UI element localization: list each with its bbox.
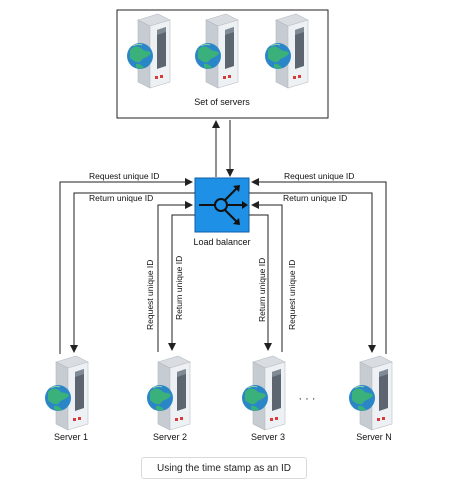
server-3: Server 3 [241,355,286,442]
server-1-label: Server 1 [54,432,88,442]
servern-return-edge [249,192,376,353]
server-1-icon [44,355,89,431]
load-balancer-label: Load balancer [193,237,250,247]
server-2: Server 2 [146,355,191,442]
servern-request-edge [251,178,387,354]
server-cluster: Set of servers [116,9,329,119]
server2-return-edge [168,214,195,351]
caption: Using the time stamp as an ID [141,457,307,479]
load-balancer: Load balancer [193,177,251,247]
server2-request-label: Request unique ID [145,260,155,330]
ellipsis: · · · [298,393,315,405]
server2-return-label: Return unique ID [174,256,184,320]
cluster-label: Set of servers [194,97,250,107]
servern-return-label: Return unique ID [283,193,347,203]
server1-request-label: Request unique ID [89,171,159,181]
server-3-label: Server 3 [251,432,285,442]
server-3-icon [241,355,286,431]
server-n-label: Server N [356,432,392,442]
server2-request-edge [157,201,193,352]
server-n: Server N [348,355,393,442]
servern-request-label: Request unique ID [284,171,354,181]
server1-return-edge [70,192,195,353]
server3-request-label: Request unique ID [287,260,297,330]
server-n-icon [348,355,393,431]
server1-request-edge [59,178,193,354]
server3-return-label: Return unique ID [257,258,267,322]
server1-return-label: Return unique ID [89,193,153,203]
server-2-icon [146,355,191,431]
server-2-label: Server 2 [153,432,187,442]
server-1: Server 1 [44,355,89,442]
server3-request-edge [251,201,283,352]
server3-return-edge [249,214,272,351]
